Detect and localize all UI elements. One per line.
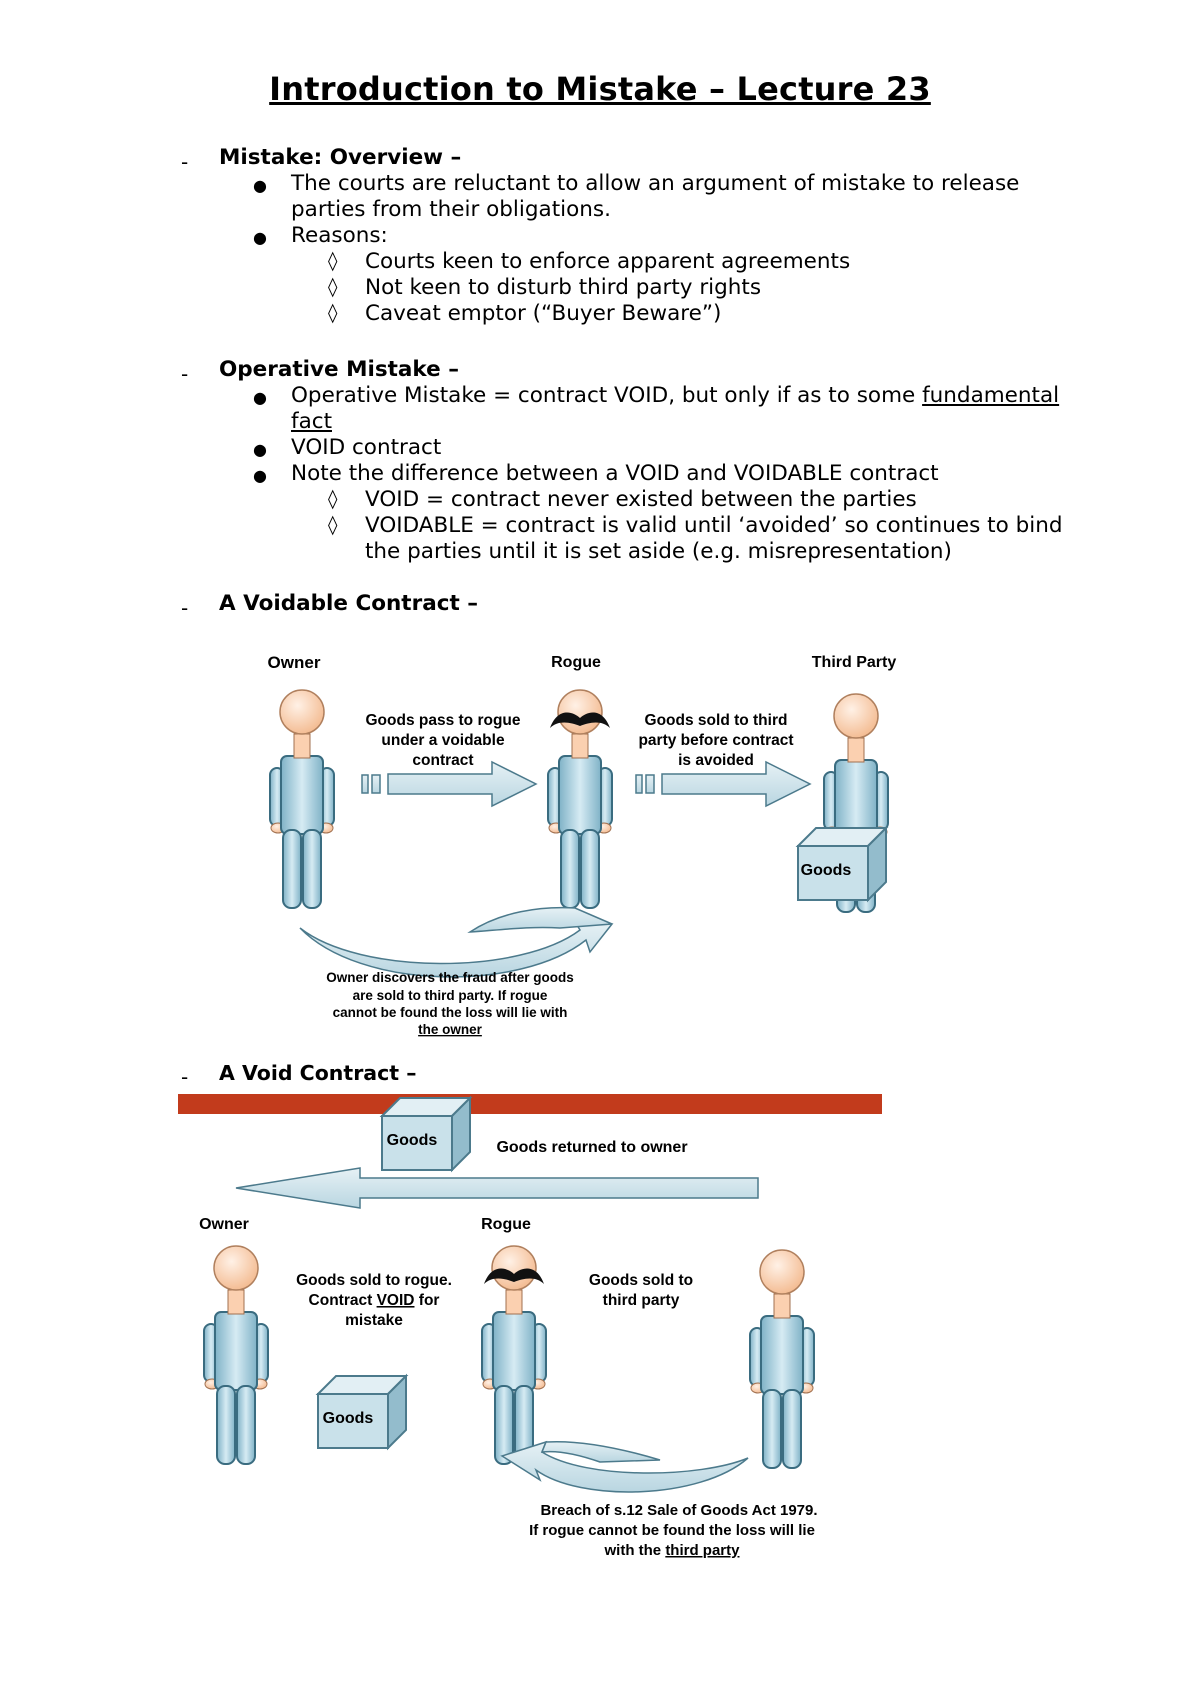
void-term: VOID <box>377 1292 415 1309</box>
arrow2-caption-line: Goods sold to third <box>645 712 788 729</box>
third-party-label: Third Party <box>812 654 897 671</box>
rogue-label: Rogue <box>481 1216 531 1233</box>
operative-bullet2: VOID contract <box>291 435 442 460</box>
overview-bullet1-line2: parties from their obligations. <box>291 197 611 222</box>
breach-caption-line3: with the third party <box>603 1542 740 1559</box>
curved-arrow-head-icon <box>467 906 613 933</box>
lozenge-bullet: ◊ <box>328 302 338 324</box>
overview-heading: Mistake: Overview – <box>219 145 462 170</box>
caption-line: cannot be found the loss will lie with <box>333 1005 568 1020</box>
sold-caption-post: for <box>414 1292 439 1309</box>
operative-heading: Operative Mistake – <box>219 357 459 382</box>
arrow2-caption-line: party before contract <box>638 732 793 749</box>
arrow1-caption-line: contract <box>412 752 473 769</box>
sold-third-caption-line: third party <box>603 1292 680 1309</box>
sold-caption-pre: Contract <box>309 1292 377 1309</box>
lozenge-bullet: ◊ <box>328 250 338 272</box>
owner-label: Owner <box>268 653 321 672</box>
voidable-heading: A Voidable Contract – <box>219 591 478 616</box>
section-dash: - <box>181 362 189 386</box>
sold-caption-line1: Goods sold to rogue. <box>296 1272 452 1289</box>
overview-bullet2: Reasons: <box>291 223 388 248</box>
lozenge-bullet: ◊ <box>328 488 338 510</box>
reason-item: Courts keen to enforce apparent agreemen… <box>365 249 851 274</box>
arrow2-caption-line: is avoided <box>678 752 754 769</box>
curved-arrow-icon <box>500 1440 749 1493</box>
operative-bullet1-line1: Operative Mistake = contract VOID, but o… <box>291 383 1059 409</box>
goods-top-label: Goods <box>387 1132 438 1149</box>
curved-arrow-icon <box>299 921 614 978</box>
overview-bullet1-line1: The courts are reluctant to allow an arg… <box>291 171 1020 196</box>
curved-arrow-tail-icon <box>540 1440 661 1463</box>
fundamental-term: fundamental <box>922 383 1060 408</box>
caption-line: are sold to third party. If rogue <box>353 988 548 1003</box>
caption-line: Owner discovers the fraud after goods <box>326 970 574 985</box>
bullet-dot: ● <box>253 440 267 459</box>
goods-label: Goods <box>801 862 852 879</box>
operative-bullet3: Note the difference between a VOID and V… <box>291 461 939 486</box>
reason-item: Caveat emptor (“Buyer Beware”) <box>365 301 722 326</box>
bullet-dot: ● <box>253 228 267 247</box>
third-party-term: third party <box>665 1542 740 1559</box>
breach-caption-line1: Breach of s.12 Sale of Goods Act 1979. <box>540 1502 817 1519</box>
owner-figure <box>203 1245 269 1465</box>
void-heading: A Void Contract – <box>219 1061 417 1085</box>
section-dash: - <box>181 596 189 620</box>
arrow1-caption-line: under a voidable <box>381 732 505 749</box>
reason-item: Not keen to disturb third party rights <box>365 275 762 300</box>
sold-third-caption-line: Goods sold to <box>589 1272 693 1289</box>
arrow1-caption-line: Goods pass to rogue <box>365 712 520 729</box>
lozenge-bullet: ◊ <box>328 276 338 298</box>
bullet-dot: ● <box>253 466 267 485</box>
red-banner <box>178 1094 882 1114</box>
left-arrow-icon <box>235 1167 759 1209</box>
owner-label: Owner <box>199 1216 249 1233</box>
lozenge-bullet: ◊ <box>328 514 338 536</box>
void-contract-diagram: Goods Goods returned to owner Owner Rogu… <box>178 1094 882 1559</box>
fact-term: fact <box>291 409 332 434</box>
breach-caption-pre: with the <box>603 1542 665 1559</box>
sold-caption-line3: mistake <box>345 1312 403 1329</box>
caption-the-owner: the owner <box>418 1022 483 1037</box>
owner-figure <box>269 689 335 909</box>
breach-caption-line2: If rogue cannot be found the loss will l… <box>529 1522 815 1539</box>
bullet-dot: ● <box>253 176 267 195</box>
page-title: Introduction to Mistake – Lecture 23 <box>269 70 931 108</box>
rogue-label: Rogue <box>551 654 601 671</box>
operative-bullet1-text: Operative Mistake = contract VOID, but o… <box>291 383 923 408</box>
bullet-dot: ● <box>253 388 267 407</box>
sold-caption-line2: Contract VOID for <box>309 1292 440 1309</box>
section-dash: - <box>181 150 189 174</box>
section-dash: - <box>181 1065 189 1089</box>
goods-returned-label: Goods returned to owner <box>496 1139 687 1156</box>
voidable-contract-diagram: Owner Rogue Third Party Goods pass to ro… <box>268 653 897 1037</box>
operative-sub2-line2: the parties until it is set aside (e.g. … <box>365 539 952 564</box>
third-party-figure <box>749 1249 815 1469</box>
operative-sub1: VOID = contract never existed between th… <box>365 487 917 512</box>
operative-sub2-line1: VOIDABLE = contract is valid until ‘avoi… <box>365 513 1063 538</box>
goods-bottom-label: Goods <box>323 1410 374 1427</box>
